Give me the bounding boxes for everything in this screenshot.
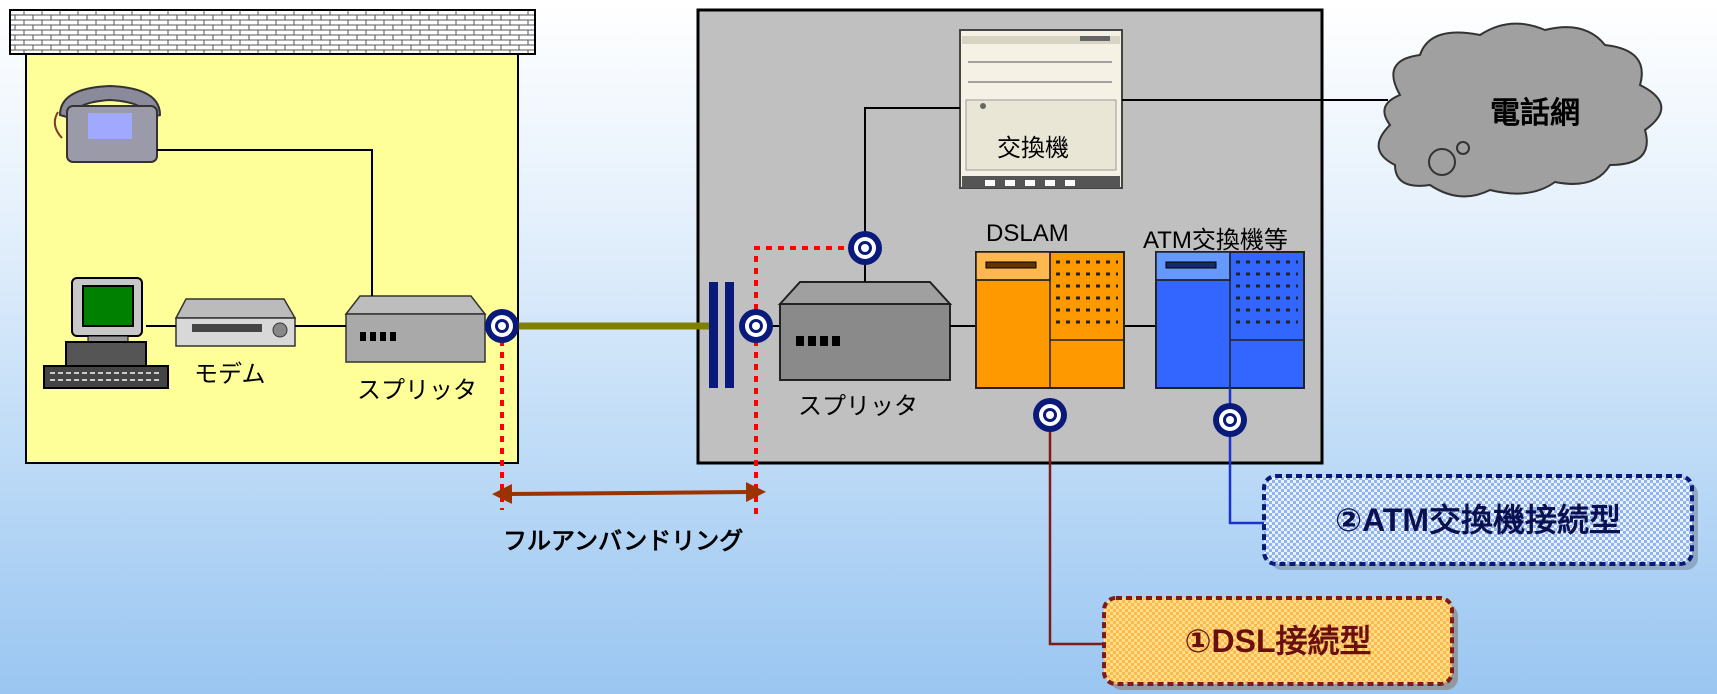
phone-wire (157, 149, 373, 296)
exchange-label: 交換機 (997, 135, 1069, 162)
unbundling-boundary-right (754, 246, 850, 514)
atm-switch-label: ATM交換機等 (1143, 227, 1288, 254)
computer-icon (43, 277, 169, 389)
roof-brick (9, 9, 536, 55)
dsl-connection-line (1048, 415, 1104, 646)
full-unbundling-label: フルアンバンドリング (503, 528, 744, 555)
exchange-icon (959, 29, 1123, 189)
atm-callout-box (1262, 474, 1694, 566)
telephone-icon (53, 84, 162, 163)
dsl-callout-box (1102, 596, 1454, 686)
connector-ring-atm (1213, 403, 1247, 437)
home-splitter (344, 295, 487, 363)
splitter-exchange-wire (864, 107, 960, 282)
cloud-bubble-small (1456, 141, 1470, 155)
office-splitter (777, 281, 953, 381)
connector-ring-home (485, 309, 519, 343)
connector-ring-exchange (848, 231, 882, 265)
dsl-connection-type-label: ①DSL接続型 (1184, 623, 1372, 659)
telephone-network-label: 電話網 (1490, 97, 1580, 130)
dslam-icon (975, 251, 1125, 389)
modem-icon (174, 298, 297, 347)
mdf-bar-right (725, 282, 734, 388)
full-unbundling-arrow (492, 482, 766, 504)
mdf-bar-left (709, 282, 718, 388)
atm-switch-icon (1155, 251, 1305, 389)
modem-label: モデム (194, 361, 266, 388)
atm-connection-type-label: ②ATM交換機接続型 (1334, 502, 1622, 538)
dslam-label: DSLAM (986, 220, 1069, 247)
connector-ring-office (739, 309, 773, 343)
office-splitter-label: スプリッタ (798, 393, 918, 420)
home-splitter-label: スプリッタ (357, 377, 477, 404)
cloud-bubble-large (1428, 148, 1456, 176)
connector-ring-dslam (1033, 398, 1067, 432)
